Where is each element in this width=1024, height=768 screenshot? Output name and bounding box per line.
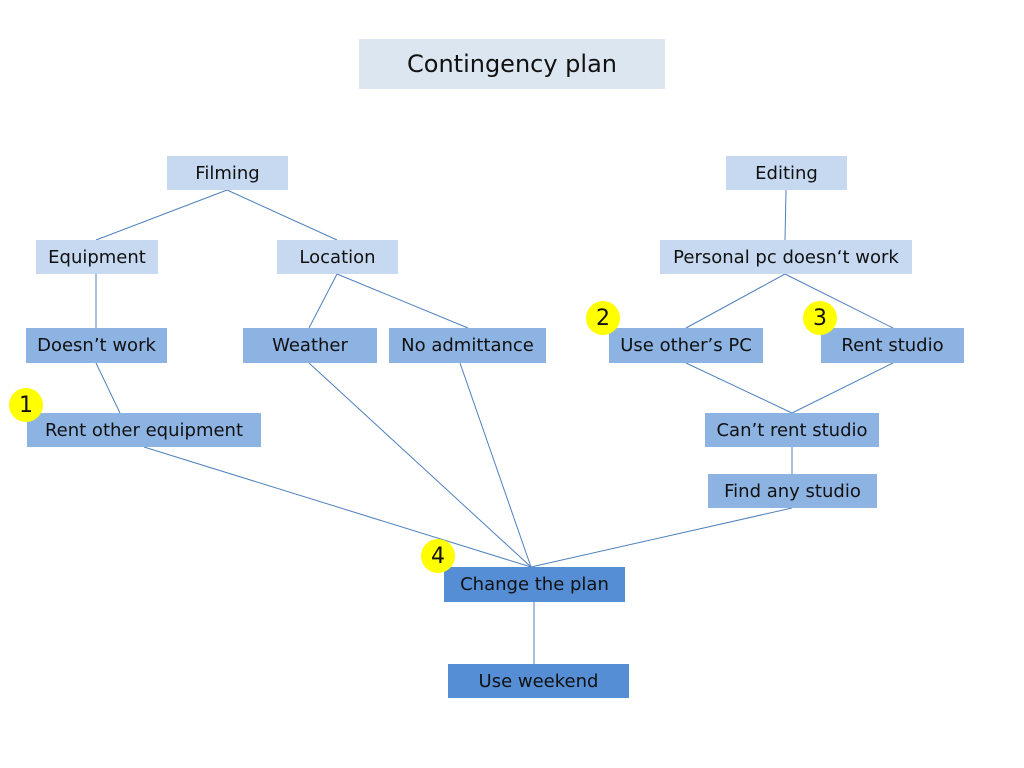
node-weather: Weather <box>243 328 377 363</box>
connector-filming-equipment <box>95 189 228 241</box>
badge-1: 1 <box>9 388 43 422</box>
node-use-weekend: Use weekend <box>448 664 629 698</box>
node-rent-other-equipment: Rent other equipment <box>27 413 261 447</box>
badge-3: 3 <box>803 301 837 335</box>
node-change-the-plan: Change the plan <box>444 567 625 602</box>
node-doesnt-work: Doesn’t work <box>26 328 167 363</box>
node-rent-studio: Rent studio <box>821 328 964 363</box>
connector-filming-location <box>226 189 338 241</box>
node-no-admittance: No admittance <box>389 328 546 363</box>
connector-location-weather <box>308 273 338 329</box>
connector-location-no-admittance <box>336 273 469 329</box>
node-equipment: Equipment <box>36 240 158 274</box>
connector-editing-personal-pc <box>784 189 787 241</box>
node-cant-rent-studio: Can’t rent studio <box>705 413 879 447</box>
connector-rent-change <box>143 446 532 568</box>
connector-rent-studio-cant-rent <box>791 362 894 414</box>
connector-no-admittance-change <box>459 362 532 568</box>
diagram-title: Contingency plan <box>359 39 665 89</box>
connector-find-change <box>530 507 793 568</box>
badge-2: 2 <box>586 301 620 335</box>
connector-personal-pc-rent-studio <box>784 273 894 329</box>
connector-personal-pc-use-others <box>685 273 786 329</box>
node-personal-pc: Personal pc doesn‘t work <box>660 240 912 274</box>
badge-4: 4 <box>421 539 455 573</box>
connector-weather-change <box>308 362 532 568</box>
connector-doesnt-work-rent <box>95 362 121 414</box>
node-location: Location <box>277 240 398 274</box>
node-filming: Filming <box>167 156 288 190</box>
connector-use-others-cant-rent <box>685 362 793 414</box>
node-find-any-studio: Find any studio <box>708 474 877 508</box>
node-use-others-pc: Use other’s PC <box>609 328 763 363</box>
node-editing: Editing <box>726 156 847 190</box>
